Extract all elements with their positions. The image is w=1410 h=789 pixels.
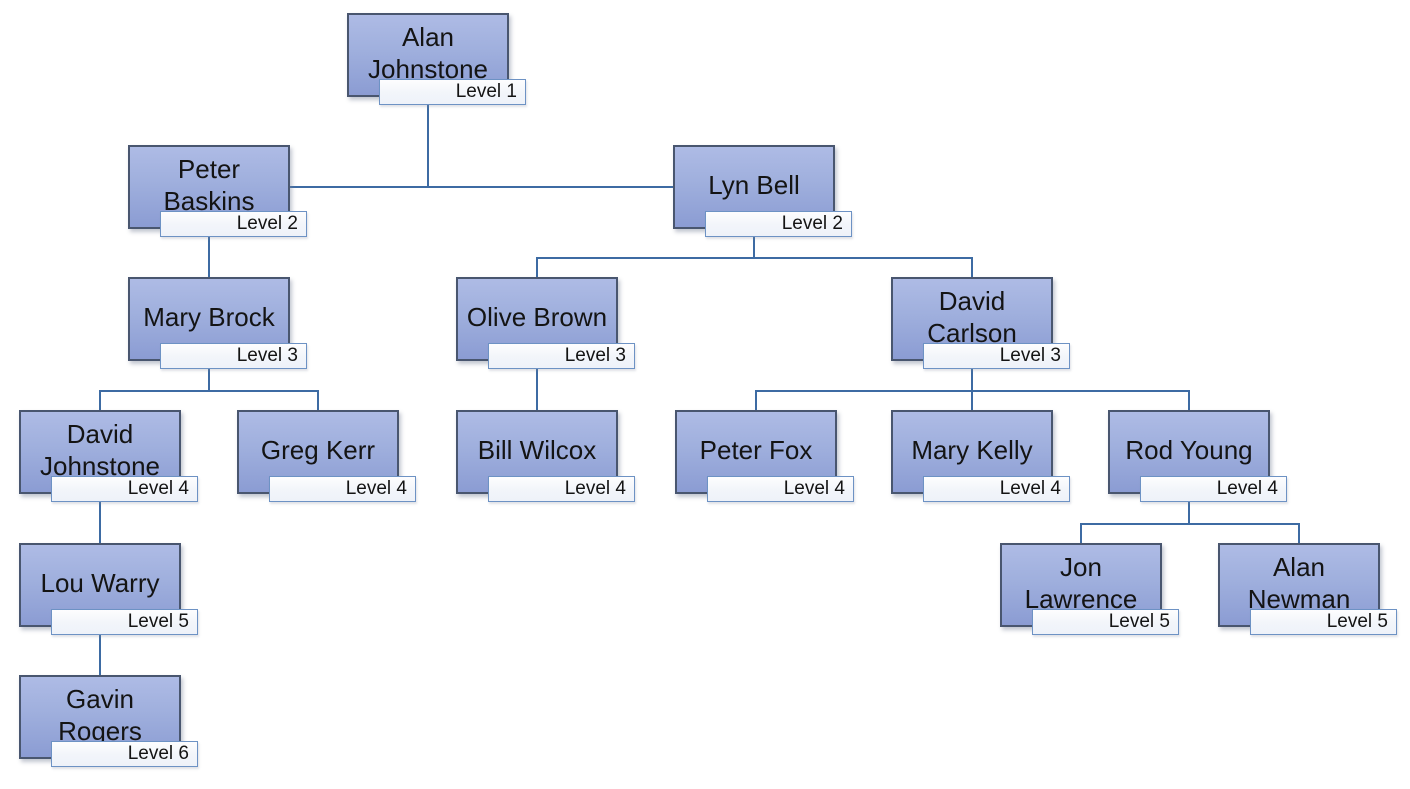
level-tag-olive-brown[interactable]: Level 3 — [488, 343, 635, 369]
level-tag-alan-newman[interactable]: Level 5 — [1250, 609, 1397, 635]
org-node-name: Lyn Bell — [708, 169, 800, 200]
connector-segment — [1297, 524, 1301, 543]
connector-segment — [535, 256, 974, 260]
connector-segment — [752, 237, 756, 258]
connector-segment — [98, 391, 102, 410]
level-tag-lou-warry[interactable]: Level 5 — [51, 609, 198, 635]
level-tag-peter-baskins[interactable]: Level 2 — [160, 211, 307, 237]
level-tag-david-johnstone[interactable]: Level 4 — [51, 476, 198, 502]
level-tag-rod-young[interactable]: Level 4 — [1140, 476, 1287, 502]
org-node-name: Greg Kerr — [260, 434, 376, 465]
connector-segment — [288, 185, 675, 189]
connector-segment — [535, 369, 539, 410]
org-node-name: Rod Young — [1125, 434, 1253, 465]
connector-segment — [1079, 524, 1083, 543]
org-node-name: Bill Wilcox — [477, 434, 597, 465]
org-node-name: Mary Kelly — [911, 434, 1033, 465]
connector-segment — [1187, 502, 1191, 524]
level-tag-gavin-rogers[interactable]: Level 6 — [51, 741, 198, 767]
connector-segment — [970, 391, 974, 410]
org-node-name: Mary Brock — [143, 301, 275, 332]
connector-segment — [970, 369, 974, 391]
connector-segment — [98, 502, 102, 543]
connector-segment — [535, 258, 539, 277]
org-node-name: Olive Brown — [466, 301, 608, 332]
org-node-name: Lou Warry — [40, 567, 160, 598]
connector-segment — [970, 258, 974, 277]
level-tag-mary-kelly[interactable]: Level 4 — [923, 476, 1070, 502]
connector-segment — [1079, 522, 1301, 526]
level-tag-peter-fox[interactable]: Level 4 — [707, 476, 854, 502]
org-node-name: Peter Fox — [699, 434, 813, 465]
connector-segment — [98, 389, 320, 393]
level-tag-mary-brock[interactable]: Level 3 — [160, 343, 307, 369]
level-tag-lyn-bell[interactable]: Level 2 — [705, 211, 852, 237]
connector-segment — [1187, 391, 1191, 410]
level-tag-david-carlson[interactable]: Level 3 — [923, 343, 1070, 369]
connector-segment — [316, 391, 320, 410]
connector-segment — [207, 237, 211, 277]
connector-segment — [426, 105, 430, 189]
connector-segment — [98, 635, 102, 675]
connector-segment — [207, 369, 211, 391]
org-node-name: David Johnstone — [40, 418, 160, 481]
level-tag-jon-lawrence[interactable]: Level 5 — [1032, 609, 1179, 635]
connector-segment — [754, 391, 758, 410]
level-tag-greg-kerr[interactable]: Level 4 — [269, 476, 416, 502]
level-tag-alan-johnstone[interactable]: Level 1 — [379, 79, 526, 105]
level-tag-bill-wilcox[interactable]: Level 4 — [488, 476, 635, 502]
